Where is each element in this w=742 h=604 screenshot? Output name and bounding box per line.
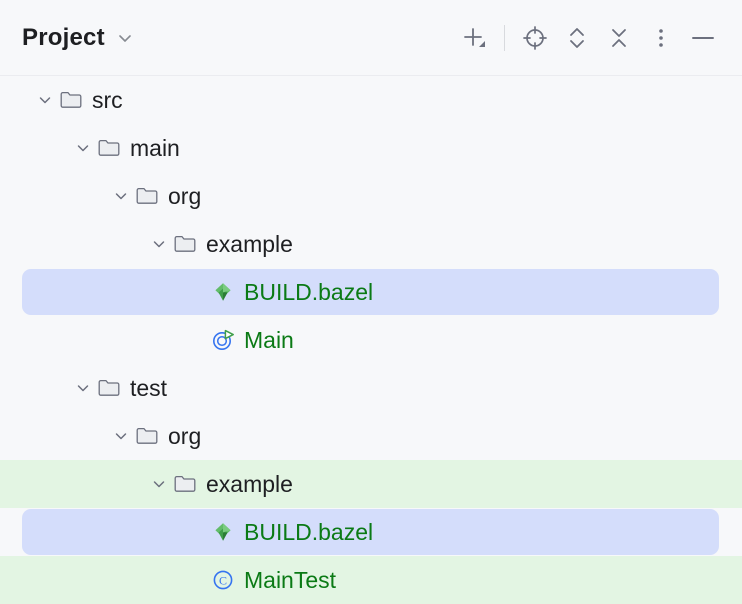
toolbar-separator: [504, 24, 505, 51]
chevron-down-icon[interactable]: [108, 183, 134, 209]
folder-icon: [58, 87, 84, 113]
chevron-down-icon[interactable]: [70, 135, 96, 161]
project-title-dropdown[interactable]: Project: [22, 24, 135, 52]
tree-row-label: example: [206, 230, 293, 257]
tree-row-label: org: [168, 182, 202, 209]
tool-window-header: Project: [0, 0, 742, 76]
class-run-icon: [210, 327, 236, 353]
class-icon: C: [210, 567, 236, 593]
tree-indent-spacer: [184, 519, 210, 545]
collapse-all-button[interactable]: [598, 17, 640, 59]
tree-indent-spacer: [184, 279, 210, 305]
tree-row[interactable]: BUILD.bazel: [0, 508, 742, 556]
tree-row-label: BUILD.bazel: [244, 278, 374, 305]
tree-row-label: org: [168, 422, 202, 449]
chevron-down-icon[interactable]: [146, 471, 172, 497]
tree-row-label: main: [130, 134, 180, 161]
row-content: org: [108, 423, 201, 449]
folder-icon: [134, 423, 160, 449]
tree-row-label: test: [130, 374, 168, 401]
tree-row-label: MainTest: [244, 566, 337, 593]
row-highlight: [22, 77, 719, 123]
bazel-leaf-icon: [210, 279, 236, 305]
row-content: example: [146, 471, 293, 497]
chevron-down-icon[interactable]: [108, 423, 134, 449]
toolbar-actions: [453, 17, 724, 59]
tree-row-label: Main: [244, 326, 294, 353]
tree-row[interactable]: src: [0, 76, 742, 124]
row-content: main: [70, 135, 180, 161]
project-tree[interactable]: src main org example BUILD.bazel Main te…: [0, 76, 742, 604]
more-options-button[interactable]: [640, 17, 682, 59]
page-title: Project: [22, 23, 105, 51]
select-opened-file-button[interactable]: [514, 17, 556, 59]
hide-tool-window-button[interactable]: [682, 17, 724, 59]
tree-row[interactable]: example: [0, 220, 742, 268]
tree-row-label: example: [206, 470, 293, 497]
chevron-down-icon[interactable]: [115, 28, 135, 48]
tree-row[interactable]: org: [0, 172, 742, 220]
row-content: Main: [184, 327, 294, 353]
row-highlight: [22, 461, 719, 507]
tree-row[interactable]: C MainTest: [0, 556, 742, 604]
chevron-down-icon[interactable]: [32, 87, 58, 113]
row-highlight: [22, 557, 719, 603]
row-content: example: [146, 231, 293, 257]
tree-row[interactable]: BUILD.bazel: [0, 268, 742, 316]
tree-row-label: BUILD.bazel: [244, 518, 374, 545]
folder-icon: [172, 231, 198, 257]
tree-indent-spacer: [184, 567, 210, 593]
row-content: org: [108, 183, 201, 209]
chevron-down-icon[interactable]: [70, 375, 96, 401]
row-content: test: [70, 375, 167, 401]
svg-text:C: C: [219, 573, 227, 587]
folder-icon: [172, 471, 198, 497]
tree-row[interactable]: Main: [0, 316, 742, 364]
row-content: BUILD.bazel: [184, 519, 373, 545]
tree-row[interactable]: test: [0, 364, 742, 412]
tree-row-label: src: [92, 86, 123, 113]
tree-row[interactable]: example: [0, 460, 742, 508]
row-content: C MainTest: [184, 567, 336, 593]
tree-row[interactable]: org: [0, 412, 742, 460]
row-highlight: [22, 317, 719, 363]
bazel-leaf-icon: [210, 519, 236, 545]
folder-icon: [96, 135, 122, 161]
row-content: src: [32, 87, 123, 113]
tree-row[interactable]: main: [0, 124, 742, 172]
folder-icon: [96, 375, 122, 401]
expand-all-button[interactable]: [556, 17, 598, 59]
row-content: BUILD.bazel: [184, 279, 373, 305]
row-highlight: [22, 221, 719, 267]
tree-indent-spacer: [184, 327, 210, 353]
chevron-down-icon[interactable]: [146, 231, 172, 257]
folder-icon: [134, 183, 160, 209]
add-new-button[interactable]: [453, 17, 495, 59]
